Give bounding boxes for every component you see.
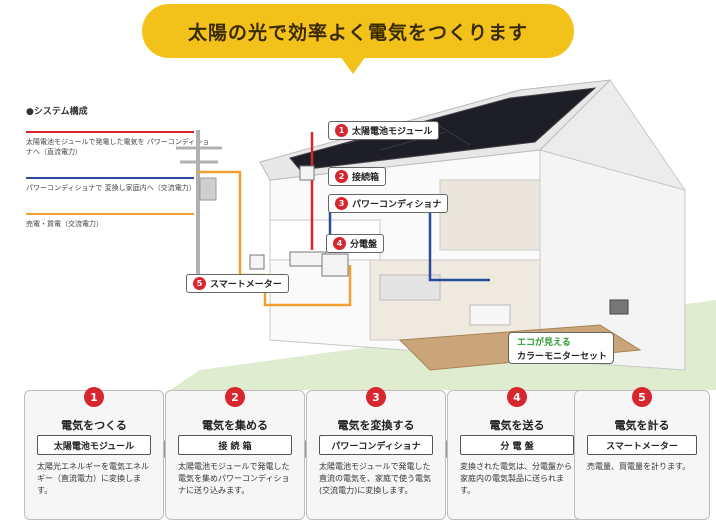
step-description: 太陽光エネルギーを電気エネルギー（直流電力）に変換します。 (37, 462, 149, 495)
step-component-label: スマートメーター (587, 435, 697, 455)
legend-text-dc: 太陽電池モジュールで発電した電気を パワーコンディショナへ（直流電力） (26, 138, 210, 156)
headline-bubble: 太陽の光で効率よく電気をつくります (142, 4, 574, 58)
monitor-device (609, 299, 629, 315)
callout-label: 分電盤 (350, 240, 378, 250)
step-card-2: 2 電気を集める 接 続 箱 太陽電池モジュールで発電した電気を集めパワーコンデ… (165, 387, 305, 520)
step-component-label: 分 電 盤 (460, 435, 574, 455)
step-description: 太陽電池モジュールで発電した直流の電気を、家庭で使う電気(交流電力)に変換します… (319, 462, 431, 495)
step-description: 太陽電池モジュールで発電した電気を集めパワーコンディショナに送り込みます。 (178, 462, 290, 495)
step-component-label: 太陽電池モジュール (37, 435, 151, 455)
step-number: 5 (632, 387, 652, 407)
step-number: 4 (507, 387, 527, 407)
interior-upper-room (439, 179, 541, 251)
monitor-callout: エコが見える カラーモニターセット (508, 332, 614, 364)
house-illustration (170, 79, 716, 390)
legend-text-ac: パワーコンディショナで 変換し家庭内へ（交流電力） (26, 184, 196, 192)
smart-meter (249, 254, 265, 270)
distribution-board (321, 253, 349, 277)
step-card-3: 3 電気を変換する パワーコンディショナ 太陽電池モジュールで発電した直流の電気… (306, 387, 446, 520)
monitor-callout-line2: カラーモニターセット (517, 352, 608, 362)
legend-title: ●システム構成 (26, 107, 88, 117)
legend-line-orange (26, 213, 194, 215)
legend-line-red (26, 131, 194, 133)
step-card-1: 1 電気をつくる 太陽電池モジュール 太陽光エネルギーを電気エネルギー（直流電力… (24, 387, 164, 520)
callout-number: 4 (333, 237, 346, 250)
legend-item-grid: 売電・買電（交流電力） (26, 213, 216, 229)
callout-label: 接続箱 (352, 173, 380, 183)
step-title: 電気をつくる (61, 419, 127, 432)
pole-transformer (199, 177, 217, 201)
headline-bubble-tail (340, 56, 366, 74)
monitor-callout-line1: エコが見える (517, 338, 571, 348)
step-title: 電気を計る (614, 419, 670, 432)
sofa (469, 304, 511, 326)
step-number: 1 (84, 387, 104, 407)
step-number: 3 (366, 387, 386, 407)
callout-solar-module: 1 太陽電池モジュール (328, 121, 440, 140)
callout-number: 2 (335, 170, 348, 183)
step-title: 電気を送る (489, 419, 545, 432)
step-card-5: 5 電気を計る スマートメーター 売電量、買電量を計ります。 (574, 387, 710, 520)
callout-distribution-board: 4 分電盤 (326, 234, 385, 253)
step-title: 電気を変換する (337, 419, 415, 432)
step-card-4: 4 電気を送る 分 電 盤 変換された電気は、分電盤から家庭内の電気製品に送られ… (447, 387, 587, 520)
step-number: 2 (225, 387, 245, 407)
callout-number: 3 (335, 197, 348, 210)
solar-panel-array (289, 87, 597, 171)
callout-label: スマートメーター (210, 280, 282, 290)
callout-label: 太陽電池モジュール (352, 127, 433, 137)
junction-box (299, 165, 315, 181)
step-description: 変換された電気は、分電盤から家庭内の電気製品に送られます。 (460, 462, 572, 495)
step-component-label: パワーコンディショナ (319, 435, 433, 455)
step-component-label: 接 続 箱 (178, 435, 292, 455)
legend-text-grid: 売電・買電（交流電力） (26, 220, 103, 228)
legend-item-ac: パワーコンディショナで 変換し家庭内へ（交流電力） (26, 177, 216, 193)
callout-number: 5 (193, 277, 206, 290)
callout-number: 1 (335, 124, 348, 137)
callout-power-conditioner: 3 パワーコンディショナ (328, 194, 449, 213)
callout-junction-box: 2 接続箱 (328, 167, 387, 186)
legend-line-blue (26, 177, 194, 179)
callout-smart-meter: 5 スマートメーター (186, 274, 289, 293)
headline-text: 太陽の光で効率よく電気をつくります (187, 21, 528, 44)
callout-label: パワーコンディショナ (352, 200, 442, 210)
power-conditioner (289, 251, 327, 267)
legend-item-dc: 太陽電池モジュールで発電した電気を パワーコンディショナへ（直流電力） (26, 131, 216, 157)
step-title: 電気を集める (202, 419, 268, 432)
system-legend: ●システム構成 太陽電池モジュールで発電した電気を パワーコンディショナへ（直流… (26, 104, 216, 249)
step-description: 売電量、買電量を計ります。 (587, 462, 691, 471)
